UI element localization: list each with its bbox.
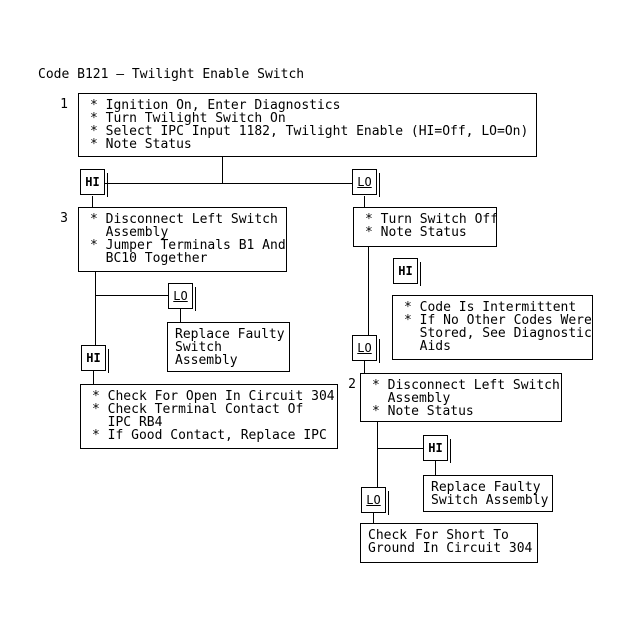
connector-step1-stub xyxy=(222,157,223,183)
connector-lo-to-checkshort xyxy=(373,513,374,523)
hi-tag-left-lower: HI xyxy=(81,345,109,373)
text-line: * Turn Twilight Switch On xyxy=(90,111,286,126)
text-line: * Check For Open In Circuit 304 xyxy=(92,389,335,404)
text-line: * Note Status xyxy=(90,137,192,152)
text-line: * Note Status xyxy=(365,225,467,240)
text-line: Replace Faulty xyxy=(175,327,285,342)
code-intermittent-box: * Code Is Intermittent * If No Other Cod… xyxy=(392,295,593,360)
step3-number: 3 xyxy=(60,211,68,226)
step2-box: * Disconnect Left Switch Assembly * Note… xyxy=(360,373,562,422)
connector-hi-to-replace-right xyxy=(435,461,436,475)
text-line: * Note Status xyxy=(372,404,474,419)
replace-faulty-right-box: Replace Faulty Switch Assembly xyxy=(423,475,553,512)
page-title: Code B121 – Twilight Enable Switch xyxy=(38,67,305,82)
text-line: Switch xyxy=(175,340,222,355)
hi-tag-top-left: HI xyxy=(80,169,108,197)
connector-step2-hi-branch xyxy=(377,448,423,449)
connector-hi-to-checkopen xyxy=(93,371,94,384)
connector-step2-down xyxy=(377,422,378,487)
text-line: IPC RB4 xyxy=(92,415,163,430)
text-line: * Turn Switch Off xyxy=(365,212,499,227)
text-line: * If Good Contact, Replace IPC xyxy=(92,428,327,443)
text-line: Replace Faulty xyxy=(431,480,541,495)
text-line: Assembly xyxy=(175,353,238,368)
lo-tag-right-mid: LO xyxy=(352,335,380,363)
text-line: Aids xyxy=(404,339,451,354)
hi-tag-right-lower: HI xyxy=(423,435,451,463)
step1-number: 1 xyxy=(60,97,68,112)
text-line: Assembly xyxy=(372,391,451,406)
step3-box: * Disconnect Left Switch Assembly * Jump… xyxy=(78,207,287,272)
connector-step3-down xyxy=(95,272,96,345)
replace-faulty-left-box: Replace Faulty Switch Assembly xyxy=(167,322,290,372)
text-line: Ground In Circuit 304 xyxy=(368,541,533,556)
check-short-ground-box: Check For Short To Ground In Circuit 304 xyxy=(360,523,538,563)
step1-box: * Ignition On, Enter Diagnostics * Turn … xyxy=(78,93,537,157)
turn-switch-off-box: * Turn Switch Off * Note Status xyxy=(353,207,499,247)
text-line: * Disconnect Left Switch xyxy=(90,212,278,227)
text-line: * Ignition On, Enter Diagnostics xyxy=(90,98,341,113)
text-line: Check For Short To xyxy=(368,528,509,543)
text-line: Assembly xyxy=(90,225,169,240)
connector-lo-to-step2 xyxy=(364,361,365,373)
text-line: * Code Is Intermittent xyxy=(404,300,577,315)
text-line: * Select IPC Input 1182, Twilight Enable… xyxy=(90,124,529,139)
connector-step3-lo-branch xyxy=(95,295,168,296)
lo-tag-left-mid: LO xyxy=(168,283,196,311)
lo-tag-top-right: LO xyxy=(352,169,380,197)
connector-lo-to-replace-left xyxy=(180,309,181,322)
connector-lo-to-turnoff xyxy=(364,196,365,207)
connector-hi-lo-rail xyxy=(105,183,352,184)
text-line: Stored, See Diagnostic xyxy=(404,326,592,341)
hi-tag-right-mid: HI xyxy=(393,258,421,286)
connector-turnoff-down xyxy=(368,247,369,335)
text-line: * Jumper Terminals B1 And xyxy=(90,238,286,253)
connector-hi-to-step3 xyxy=(92,196,93,207)
lo-tag-right-bottom: LO xyxy=(361,487,389,515)
check-open-circuit-box: * Check For Open In Circuit 304 * Check … xyxy=(80,384,338,449)
text-line: Switch Assembly xyxy=(431,493,549,508)
step2-number: 2 xyxy=(348,377,356,392)
text-line: * Disconnect Left Switch xyxy=(372,378,560,393)
text-line: BC10 Together xyxy=(90,251,208,266)
text-line: * Check Terminal Contact Of xyxy=(92,402,304,417)
text-line: * If No Other Codes Were xyxy=(404,313,592,328)
